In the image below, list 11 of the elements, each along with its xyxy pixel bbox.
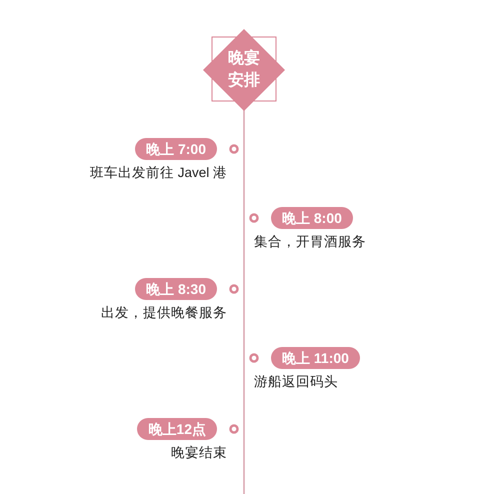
event-description: 游船返回码头 (254, 373, 338, 391)
event-description: 集合，开胃酒服务 (254, 233, 366, 251)
event-description: 晚宴结束 (171, 444, 227, 462)
event-description: 班车出发前往 Javel 港 (90, 164, 227, 182)
title-diamond: 晚宴安排 (203, 29, 285, 111)
time-pill: 晚上12点 (137, 418, 217, 440)
time-pill: 晚上 7:00 (135, 138, 217, 160)
time-pill: 晚上 11:00 (271, 347, 360, 369)
time-pill: 晚上 8:30 (135, 278, 217, 300)
event-description: 出发，提供晚餐服务 (101, 304, 227, 322)
time-pill: 晚上 8:00 (271, 207, 353, 229)
